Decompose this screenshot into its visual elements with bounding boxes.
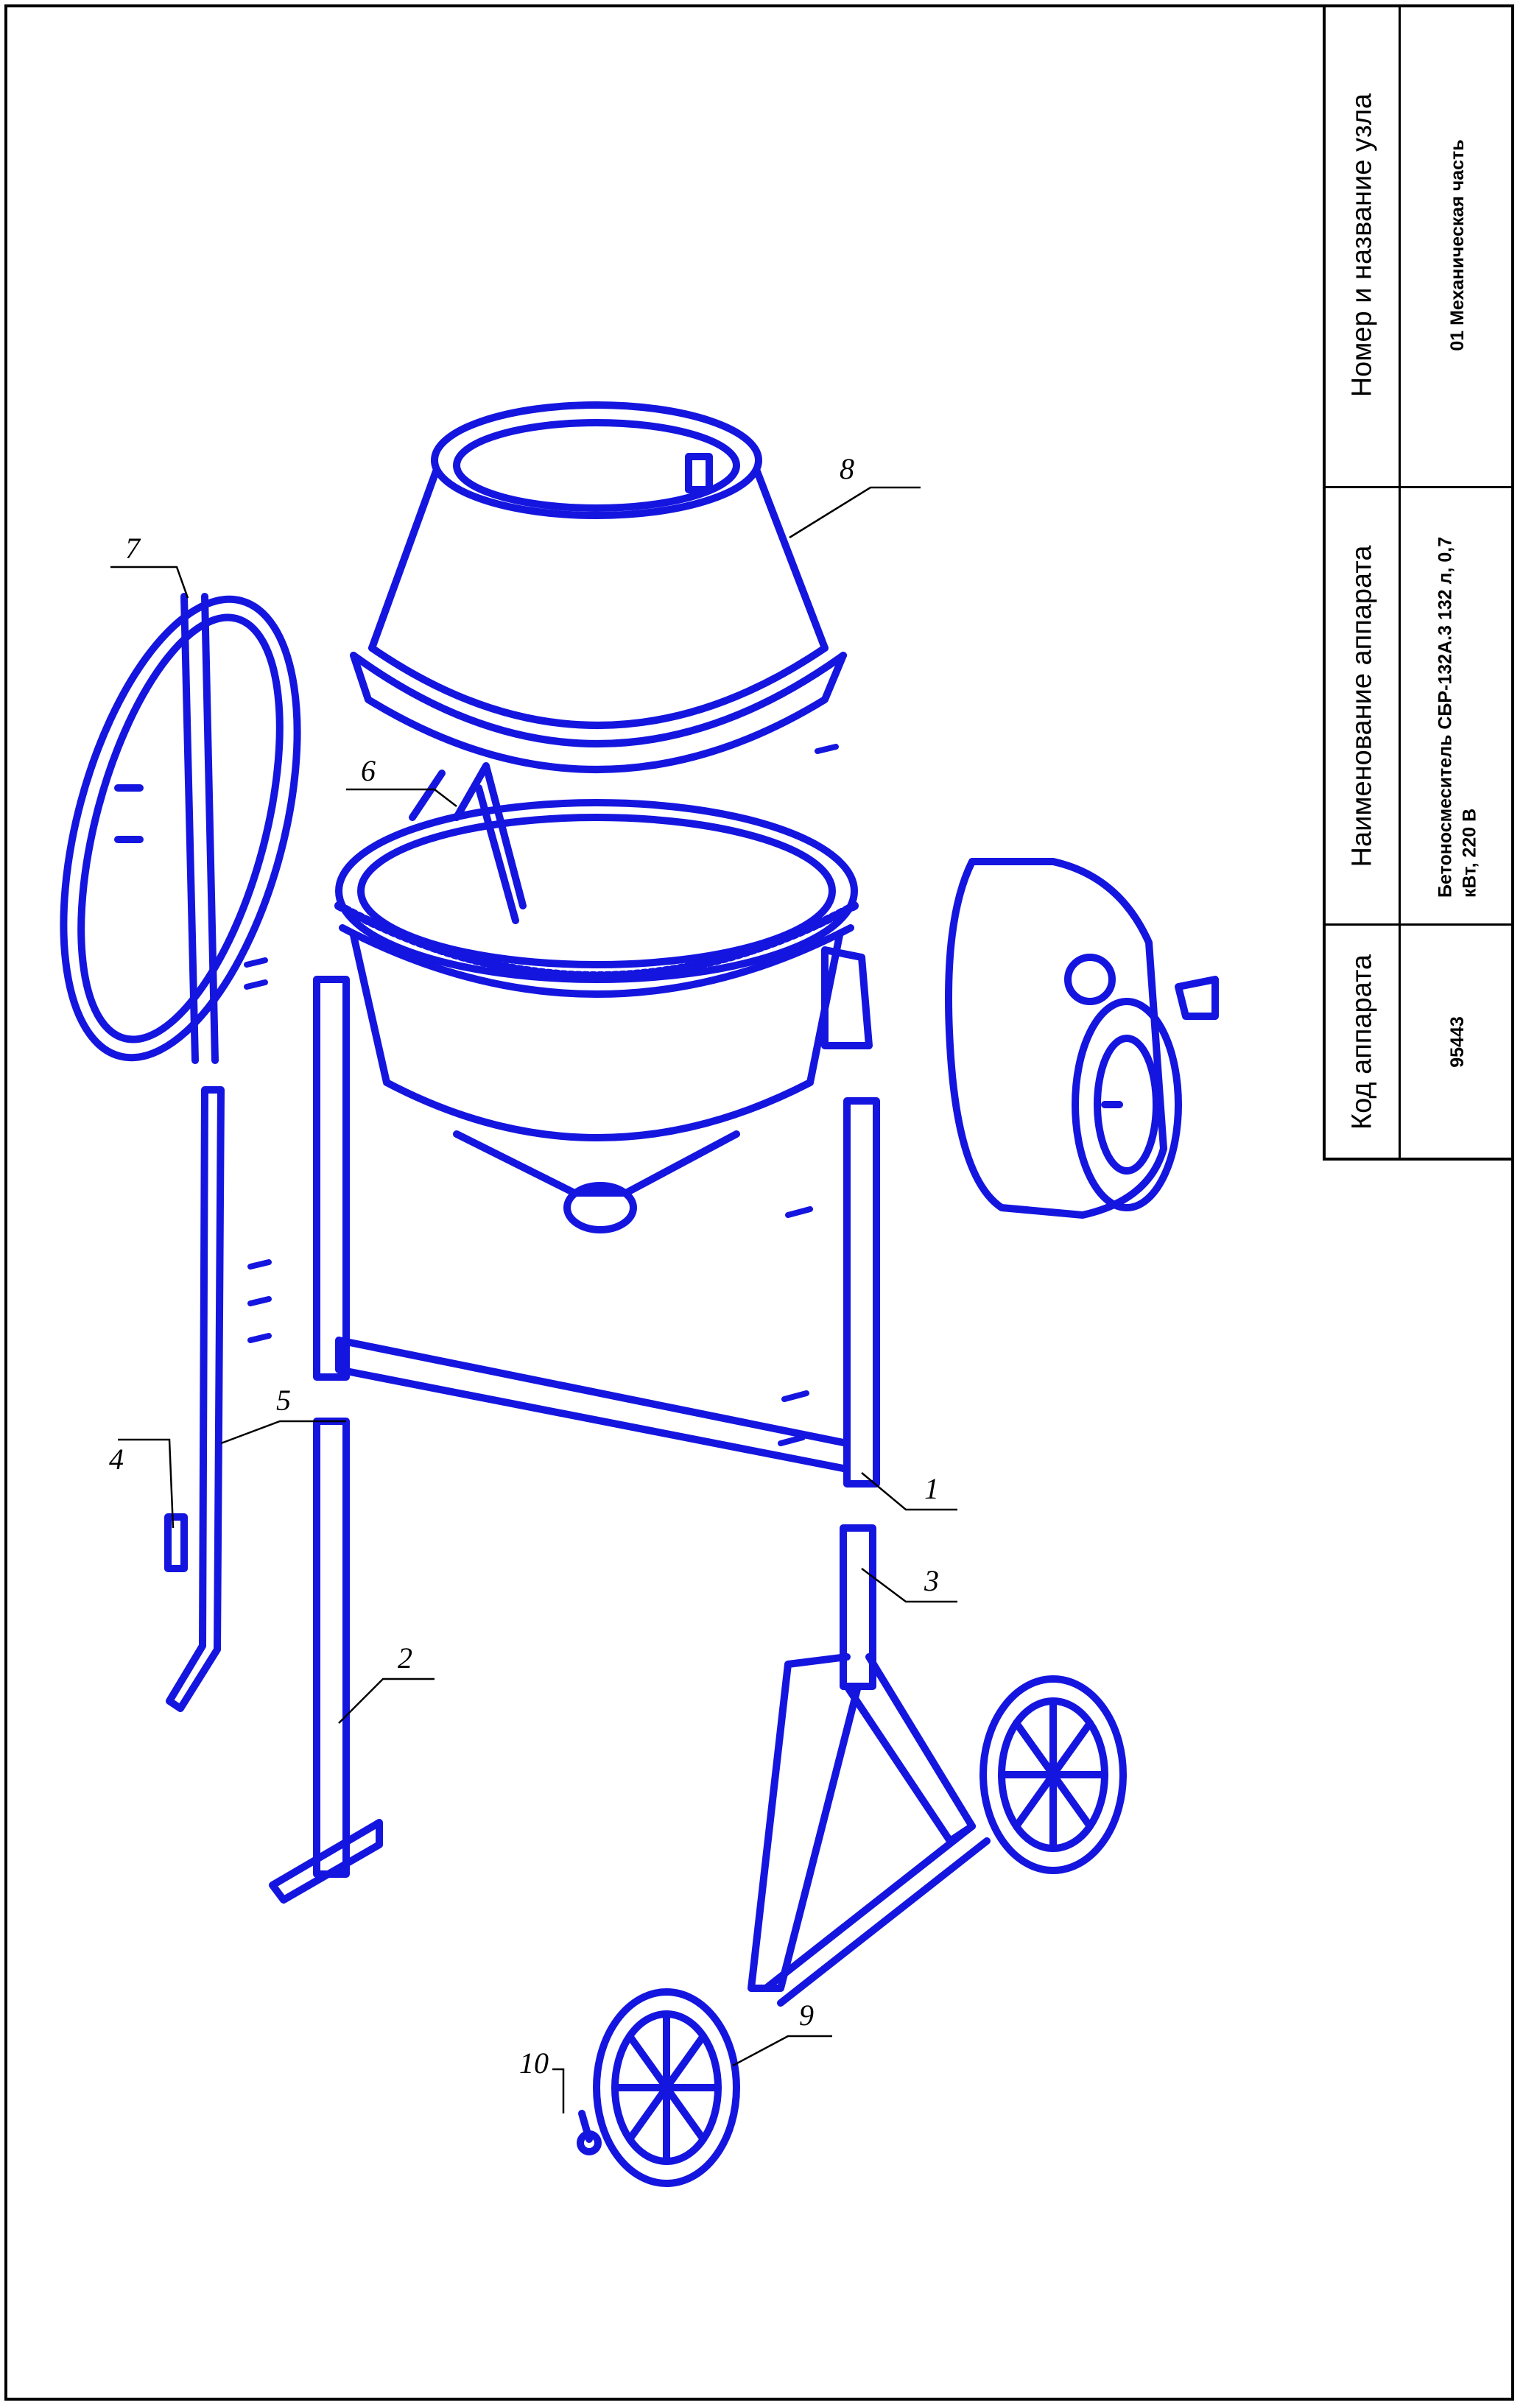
lid-ring-part-7 — [60, 593, 301, 1064]
handle-part-5 — [166, 1086, 225, 1712]
node-value: 01 Механическая часть — [1446, 139, 1468, 351]
code-value: 95443 — [1446, 1015, 1468, 1068]
apparatus-header: Наименование аппарата — [1346, 545, 1377, 867]
apparatus-value: Бетоносмеситель СБР-132А.3 132 л, 0,7 кВ… — [1435, 536, 1480, 898]
callout-7: 7 — [125, 532, 141, 565]
callout-3: 3 — [924, 1564, 939, 1597]
callout-4: 4 — [109, 1443, 124, 1476]
callout-6: 6 — [361, 754, 376, 787]
title-block: Номер и название узла Наименование аппар… — [1323, 4, 1514, 1161]
bolts — [244, 744, 839, 1446]
clip-part-4 — [164, 1513, 188, 1572]
frame-stand — [269, 946, 1123, 2007]
title-block-values: 01 Механическая часть Бетоносмеситель СБ… — [1401, 4, 1514, 1158]
callout-1: 1 — [924, 1472, 939, 1505]
wheel-right — [979, 1675, 1127, 1874]
drum-top-part-8 — [350, 401, 847, 773]
drum-body — [334, 762, 859, 1233]
callout-8: 8 — [840, 452, 854, 485]
code-header: Код аппарата — [1346, 954, 1377, 1130]
drawing-sheet-frame — [4, 4, 1514, 2401]
wheel-left-part-9 — [593, 1988, 740, 2187]
title-block-headers: Номер и название узла Наименование аппар… — [1326, 4, 1401, 1158]
callout-5: 5 — [276, 1384, 291, 1417]
callout-10: 10 — [519, 2046, 549, 2080]
callout-2: 2 — [398, 1641, 412, 1675]
node-header: Номер и название узла — [1346, 93, 1377, 398]
motor-housing — [945, 858, 1219, 1219]
callout-9: 9 — [799, 1999, 814, 2032]
callout-leaders — [110, 486, 957, 2113]
pin-part-10 — [577, 2110, 602, 2155]
